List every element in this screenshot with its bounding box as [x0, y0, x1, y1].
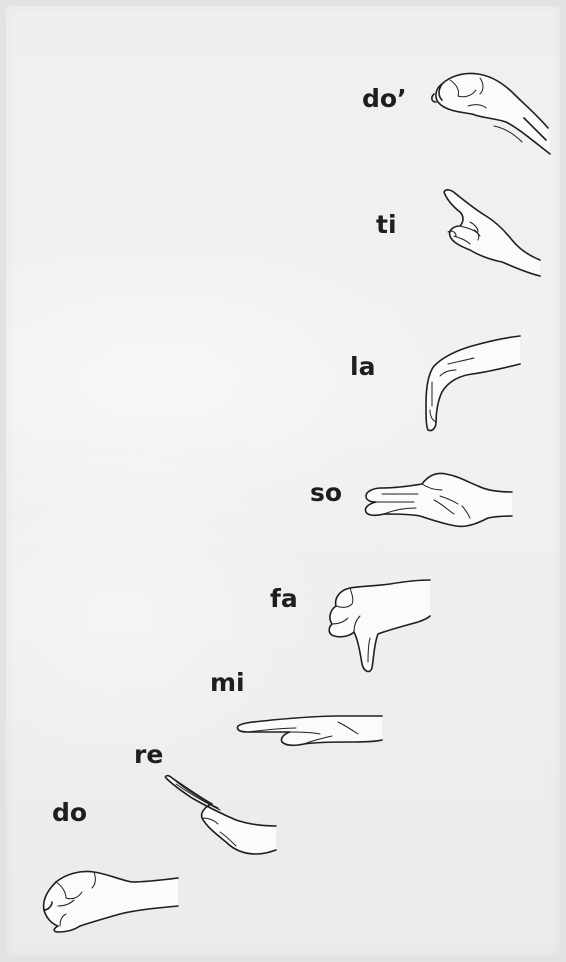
label-do-high: do’ — [362, 86, 407, 111]
label-do-low: do — [52, 800, 87, 825]
angled-flat-hand-icon — [160, 772, 280, 860]
drooping-hand-icon — [418, 334, 524, 434]
fist-hand-icon — [38, 864, 182, 934]
flat-hand-icon — [234, 708, 386, 754]
label-ti: ti — [376, 212, 397, 237]
fist-hand-icon — [428, 70, 554, 160]
label-re: re — [134, 742, 163, 767]
label-la: la — [350, 354, 375, 379]
label-so: so — [310, 480, 342, 505]
label-fa: fa — [270, 586, 298, 611]
label-mi: mi — [210, 670, 245, 695]
thumb-down-hand-icon — [324, 576, 434, 678]
pointing-up-hand-icon — [440, 186, 544, 284]
flat-palm-hand-icon — [362, 470, 514, 534]
